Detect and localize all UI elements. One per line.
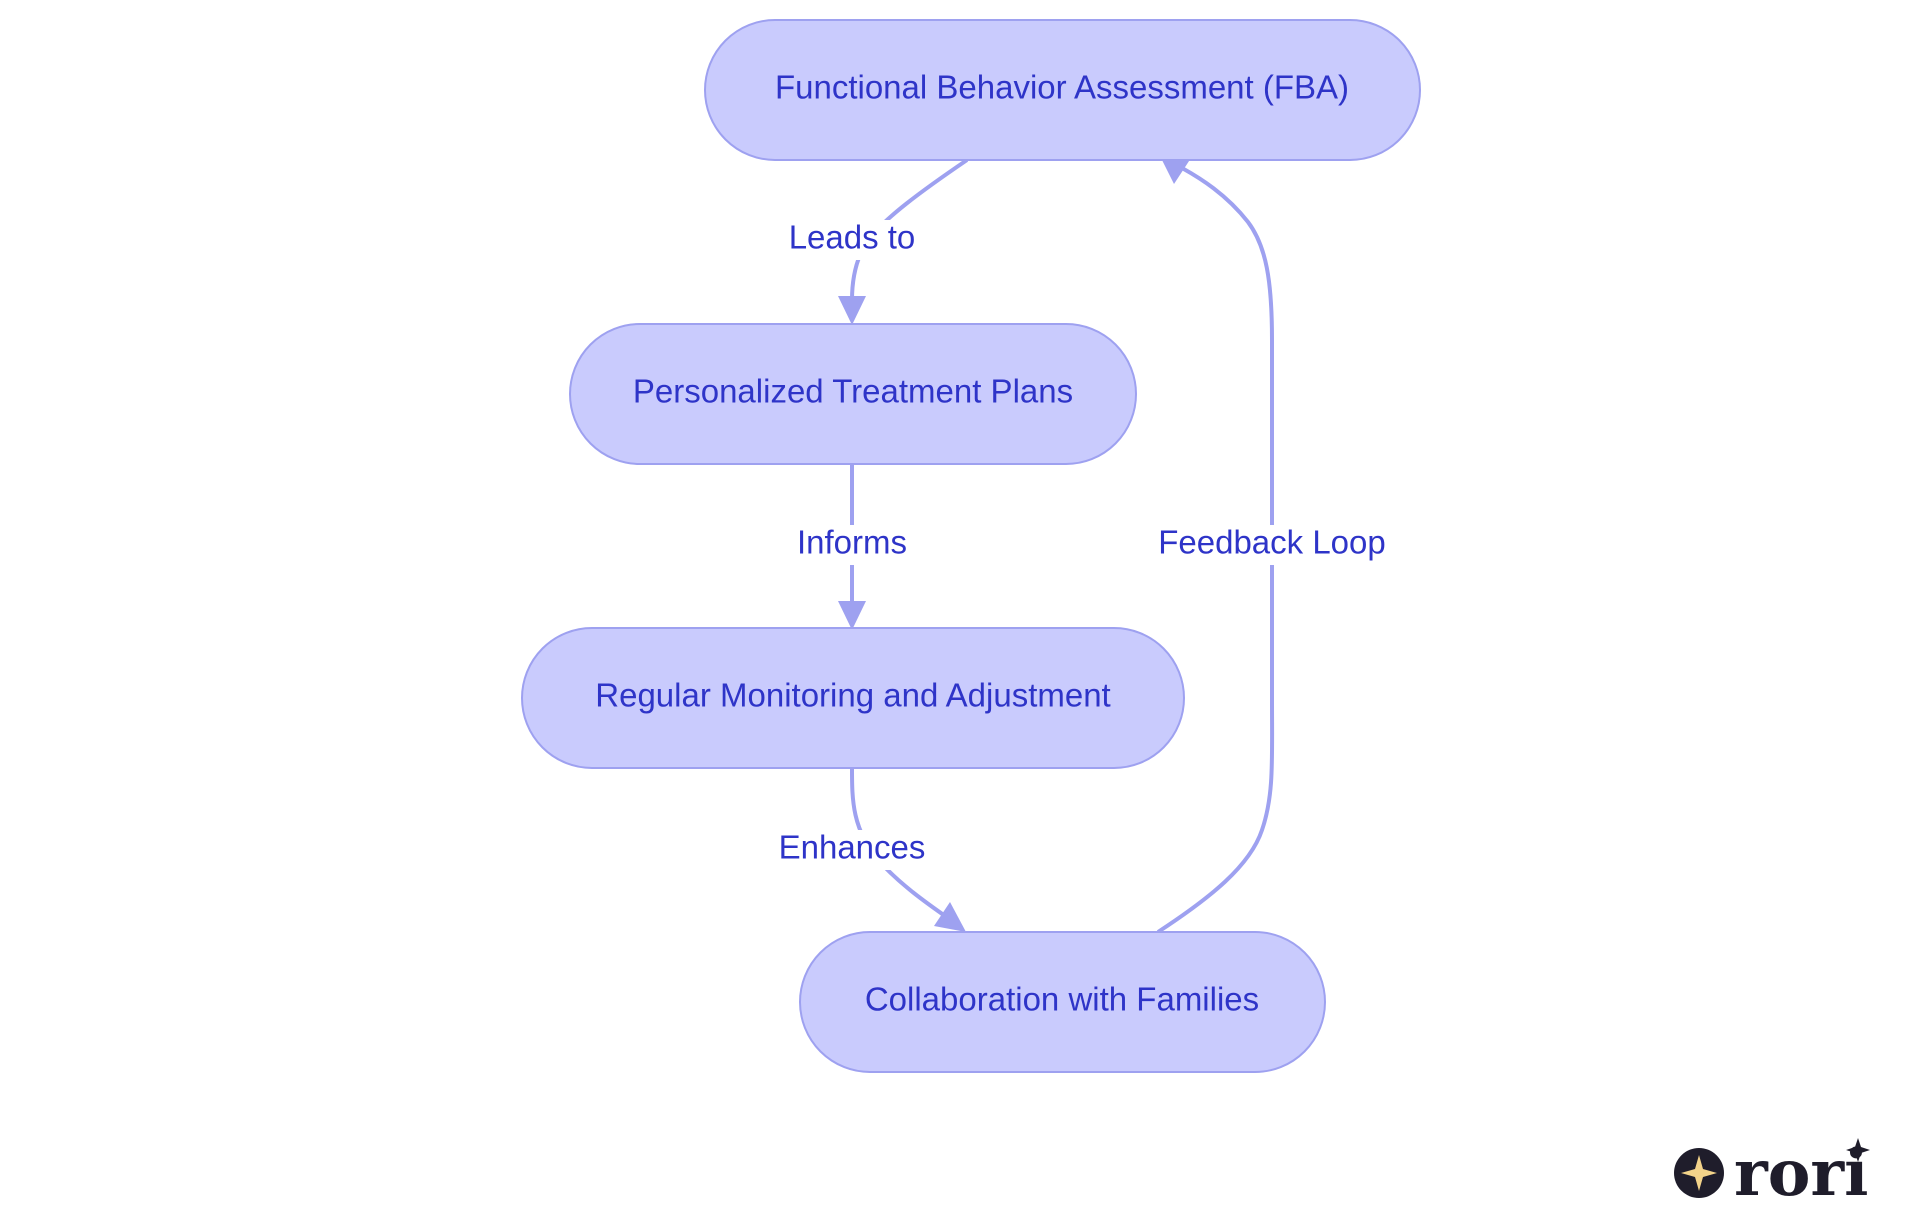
node-families: Collaboration with Families <box>799 931 1326 1073</box>
edge-label-bg <box>772 830 932 870</box>
node-monitoring: Regular Monitoring and Adjustment <box>521 627 1185 769</box>
edge-families-to-fba-arrow-icon <box>1160 156 1191 184</box>
sparkle-icon <box>1681 1155 1717 1191</box>
edge-label-bg <box>790 525 914 565</box>
edge-label-bg <box>1150 525 1394 565</box>
node-monitoring-label: Regular Monitoring and Adjustment <box>595 677 1110 714</box>
edge-label-informs: Informs <box>797 524 907 561</box>
edge-monitoring-to-families-arrow-icon <box>934 902 966 932</box>
nodes: Functional Behavior Assessment (FBA) Per… <box>521 19 1421 1073</box>
logo-star-icon <box>1846 1138 1870 1162</box>
node-plans-label: Personalized Treatment Plans <box>633 373 1073 410</box>
edge-label-feedback-loop: Feedback Loop <box>1158 524 1386 561</box>
node-fba-label: Functional Behavior Assessment (FBA) <box>775 69 1349 106</box>
edge-label-leads-to: Leads to <box>789 219 916 256</box>
edge-label-enhances: Enhances <box>779 829 926 866</box>
node-fba: Functional Behavior Assessment (FBA) <box>704 19 1421 161</box>
edge-fba-to-plans-arrow-icon <box>838 296 866 325</box>
logo-wordmark: rori <box>1734 1136 1868 1211</box>
edge-labels: Leads to Informs Enhances Feedback Loop <box>772 219 1394 870</box>
brand-logo: rori <box>1674 1136 1870 1211</box>
node-plans: Personalized Treatment Plans <box>569 323 1137 465</box>
edge-label-bg <box>782 220 922 260</box>
edge-plans-to-monitoring-arrow-icon <box>838 601 866 630</box>
node-families-label: Collaboration with Families <box>865 981 1259 1018</box>
edge-families-to-fba <box>1156 166 1275 934</box>
